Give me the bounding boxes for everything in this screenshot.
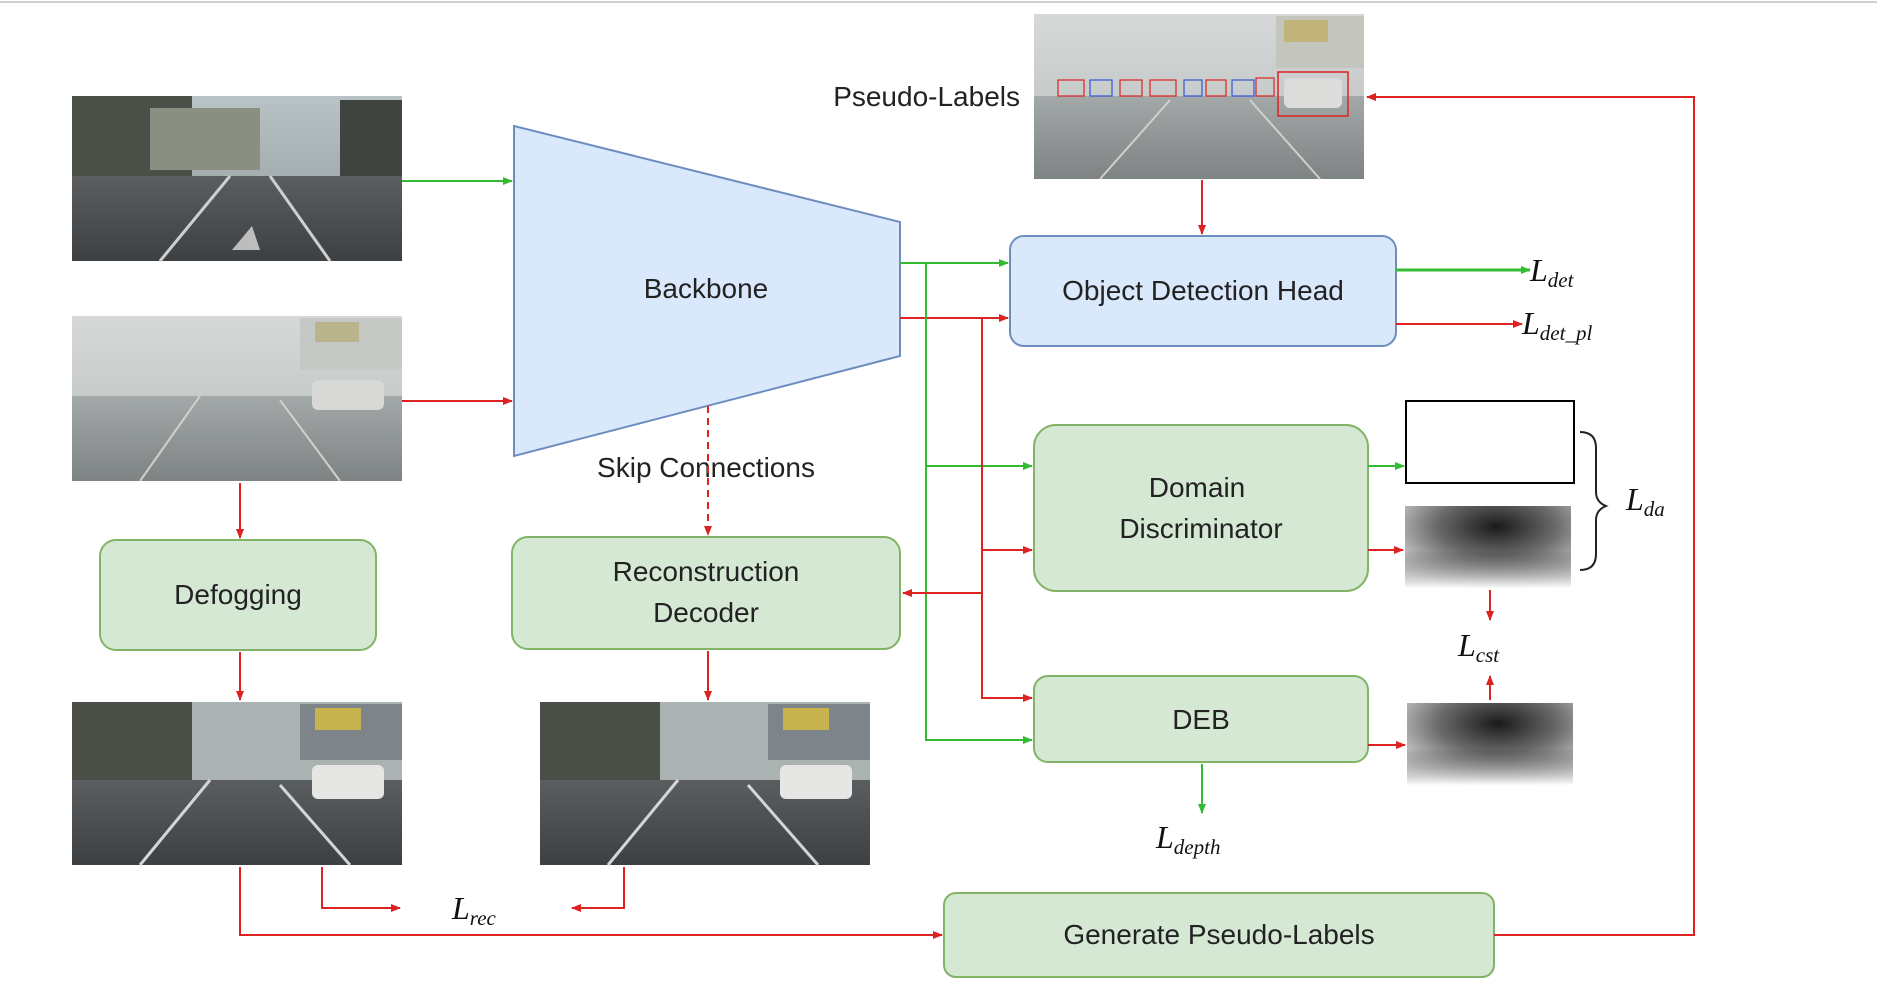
edge-defogged-to-generate: [239, 867, 943, 939]
backbone-label: Backbone: [644, 273, 769, 304]
edge-green-trunk: [925, 263, 1033, 744]
pseudo-labeled-image: [1034, 14, 1364, 180]
generate-pseudo-labels-label: Generate Pseudo-Labels: [1063, 919, 1374, 950]
disc-output-target-map: [1405, 506, 1571, 588]
reconstruction-decoder-label-line2: Decoder: [653, 597, 759, 628]
loss-da: Lda: [1625, 481, 1665, 521]
edge-generate-to-pseudolabels: [1366, 93, 1695, 936]
edge-red-trunk: [981, 318, 1033, 702]
domain-discriminator-label-line2: Discriminator: [1119, 513, 1282, 544]
da-brace: [1579, 431, 1609, 571]
pseudo-labels-caption: Pseudo-Labels: [833, 81, 1020, 112]
defogged-image: [72, 702, 402, 866]
loss-depth: Ldepth: [1155, 819, 1220, 859]
defogging-block: [99, 539, 377, 651]
edge-reconstructed-to-lrec: [571, 867, 625, 912]
skip-connections-caption: Skip Connections: [597, 452, 815, 483]
reconstruction-decoder-label-line1: Reconstruction: [613, 556, 800, 587]
target-foggy-image: [72, 316, 402, 482]
deb-depth-map: [1407, 703, 1573, 785]
reconstructed-image: [540, 702, 870, 866]
object-detection-head-label: Object Detection Head: [1062, 275, 1344, 306]
edge-defogged-to-lrec: [321, 867, 401, 912]
loss-det: Ldet: [1529, 252, 1575, 292]
source-clear-image: [72, 96, 402, 262]
loss-det-pl: Ldet_pl: [1521, 305, 1592, 345]
loss-cst: Lcst: [1457, 627, 1500, 667]
domain-discriminator-label-line1: Domain: [1149, 472, 1245, 503]
loss-rec: Lrec: [451, 890, 497, 930]
reconstruction-decoder-block: [511, 536, 901, 650]
domain-discriminator-block: [1033, 424, 1369, 592]
disc-output-source-map: [1405, 400, 1575, 484]
deb-label: DEB: [1172, 704, 1230, 735]
defogging-label: Defogging: [174, 579, 302, 610]
deb-block: [1033, 675, 1369, 763]
backbone-block: [513, 124, 901, 458]
object-detection-head-block: [1009, 235, 1397, 347]
